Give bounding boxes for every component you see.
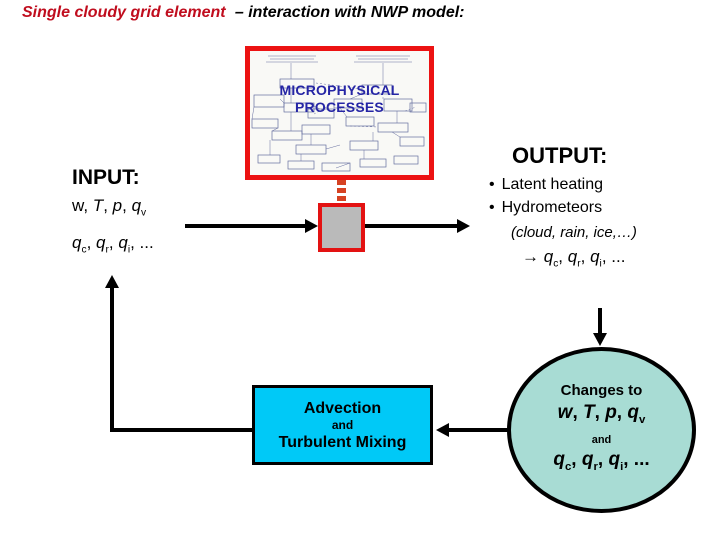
output-heading: OUTPUT: <box>512 143 608 168</box>
arrow-changes-to-advection-head-icon <box>436 423 449 437</box>
grid-cell-square <box>318 203 365 252</box>
feedback-line-vertical <box>110 288 114 432</box>
arrow-output-to-changes-head-icon <box>593 333 607 346</box>
title-subject: Single cloudy grid element <box>22 4 226 21</box>
arrow-input-to-grid-head-icon <box>305 219 318 233</box>
arrow-feedback-to-input-head-icon <box>105 275 119 288</box>
page-title: Single cloudy grid element – interaction… <box>22 4 464 22</box>
arrow-grid-to-output-head-icon <box>457 219 470 233</box>
output-hydrometeor-note: (cloud, rain, ice,…) <box>511 224 637 241</box>
advection-box: Advection and Turbulent Mixing <box>252 385 433 465</box>
arrow-output-to-changes-line <box>598 308 602 334</box>
changes-ellipse-heading: Changes to <box>560 381 643 399</box>
output-bullet-hydrometeors: Hydrometeors <box>489 199 602 217</box>
advection-box-line2: and <box>331 417 354 432</box>
arrow-grid-to-output-line <box>365 224 458 228</box>
changes-ellipse-and: and <box>591 433 612 446</box>
microphysics-caption: MICROPHYSICAL PROCESSES <box>250 82 429 116</box>
input-heading: INPUT: <box>72 166 140 189</box>
arrow-input-to-grid-line <box>185 224 307 228</box>
output-bullet-latent-heating: Latent heating <box>489 176 603 194</box>
microphysics-caption-line1: MICROPHYSICAL <box>279 82 400 98</box>
input-hydrometeor-vars: qc, qr, qi, ... <box>72 233 154 256</box>
advection-box-line1: Advection <box>303 399 382 417</box>
feedback-line-horizontal <box>110 428 252 432</box>
microphysics-caption-line2: PROCESSES <box>295 99 384 115</box>
changes-ellipse: Changes to w, T, p, qv and qc, qr, qi, .… <box>507 347 696 513</box>
changes-ellipse-hydrometeor-vars: qc, qr, qi, ... <box>553 448 650 473</box>
input-state-vars: w, T, p, qv <box>72 196 147 219</box>
coupling-dashed-connector <box>337 180 346 203</box>
output-result-vars: → qc, qr, qi, ... <box>522 247 626 270</box>
arrow-changes-to-advection-line <box>449 428 508 432</box>
advection-box-line3: Turbulent Mixing <box>278 433 407 451</box>
microphysics-image-box: MICROPHYSICAL PROCESSES <box>245 46 434 180</box>
title-rest: – interaction with NWP model: <box>234 4 465 21</box>
changes-ellipse-state-vars: w, T, p, qv <box>557 401 646 426</box>
microphysics-sketch-diagram <box>251 55 427 172</box>
